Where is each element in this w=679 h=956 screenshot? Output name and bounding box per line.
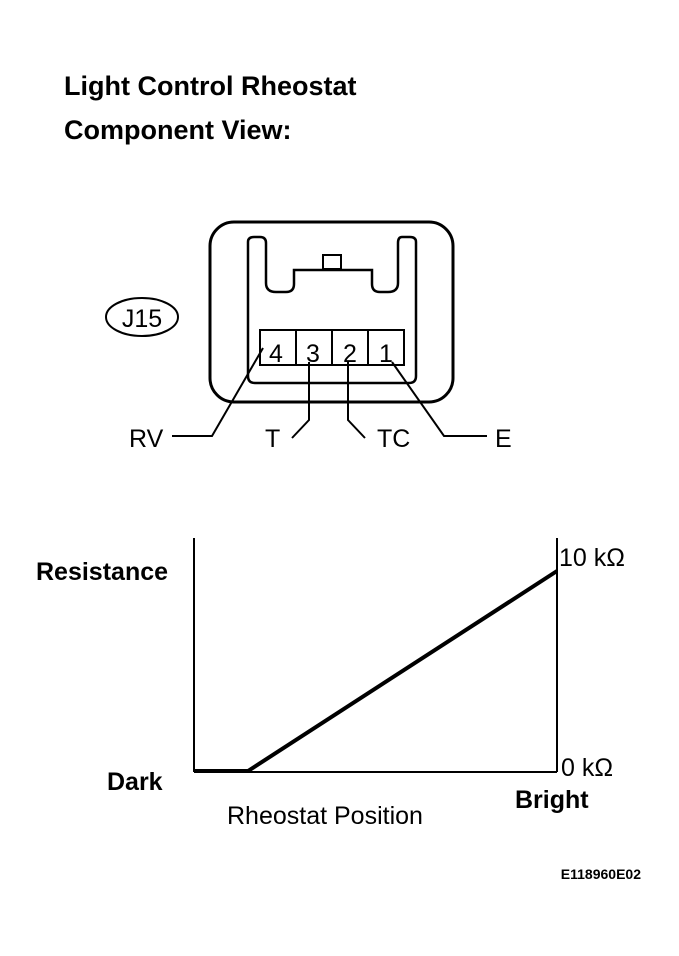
leader-line-tc — [347, 362, 366, 439]
pin-number-1: 1 — [379, 340, 393, 368]
pin-number-3: 3 — [306, 340, 320, 368]
resistance-curve — [194, 569, 559, 773]
terminal-label-tc: TC — [377, 425, 410, 453]
connector-id-oval — [105, 297, 179, 337]
figure-code: E118960E02 — [560, 866, 641, 882]
pin-number-2: 2 — [343, 340, 357, 368]
leader-line-rv — [172, 347, 264, 437]
terminal-label-e: E — [495, 425, 512, 453]
pin-box-1 — [367, 329, 405, 366]
terminal-label-t: T — [265, 425, 280, 453]
graph-y-min-label: 0 kΩ — [561, 754, 614, 782]
graph-y-max-label: 10 kΩ — [559, 544, 625, 572]
connector-lock-tab — [322, 254, 342, 270]
leader-line-t — [291, 362, 310, 439]
title-line-1: Light Control Rheostat — [64, 71, 357, 101]
graph-x-axis-label: Rheostat Position — [227, 802, 423, 830]
graph-y-axis-label: Resistance — [36, 558, 169, 586]
connector-id: J15 — [122, 305, 162, 333]
terminal-label-rv: RV — [129, 425, 164, 453]
title-line-2: Component View: — [64, 115, 292, 145]
connector-cavity — [246, 235, 418, 385]
leader-line-e — [391, 361, 487, 437]
pin-number-4: 4 — [269, 340, 283, 368]
graph-x-left-label: Dark — [107, 768, 163, 796]
connector-housing — [208, 220, 455, 404]
graph-x-right-label: Bright — [515, 786, 589, 814]
